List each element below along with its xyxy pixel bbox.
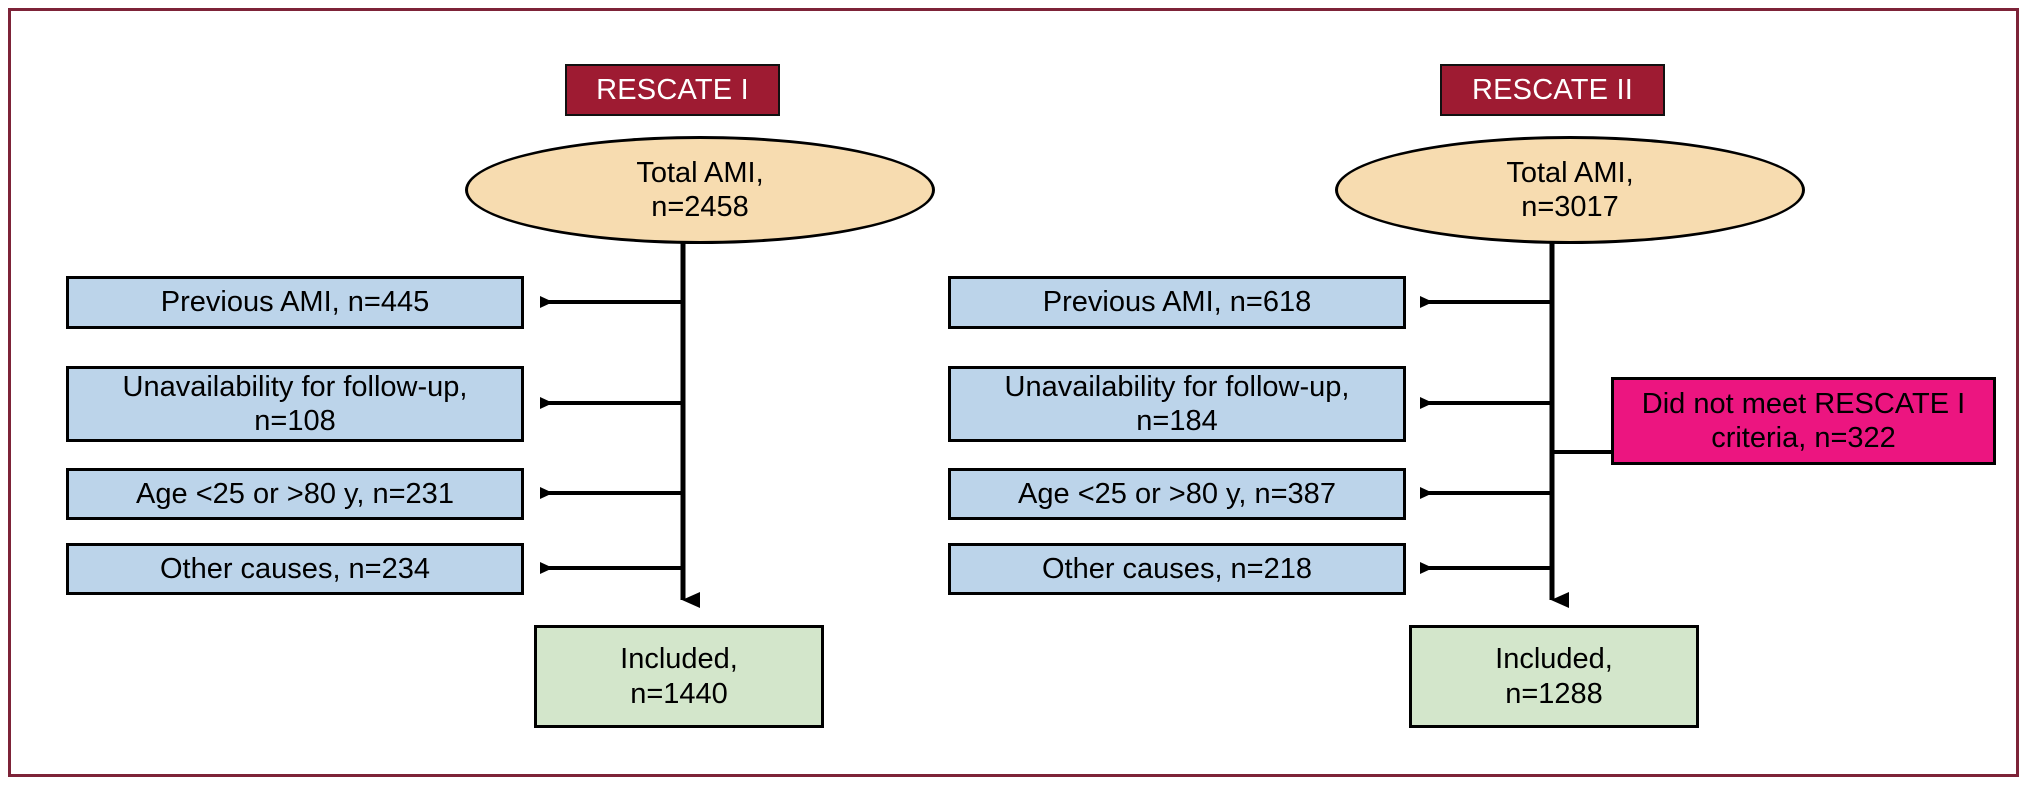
exclusion-box-rescate-2-age: Age <25 or >80 y, n=387 (948, 468, 1406, 520)
total-ellipse-rescate-2: Total AMI, n=3017 (1335, 136, 1805, 244)
exclusion-box-rescate-1-unavailability: Unavailability for follow-up, n=108 (66, 366, 524, 442)
total-ellipse-rescate-1: Total AMI, n=2458 (465, 136, 935, 244)
exclusion-box-rescate-2-unavailability: Unavailability for follow-up, n=184 (948, 366, 1406, 442)
title-rescate-2: RESCATE II (1440, 64, 1665, 116)
included-box-rescate-2: Included, n=1288 (1409, 625, 1699, 728)
exclusion-box-rescate-1-age: Age <25 or >80 y, n=231 (66, 468, 524, 520)
exclusion-box-rescate-2-other: Other causes, n=218 (948, 543, 1406, 595)
criteria-box-rescate-2: Did not meet RESCATE I criteria, n=322 (1611, 377, 1996, 465)
title-rescate-1: RESCATE I (565, 64, 780, 116)
exclusion-box-rescate-1-other: Other causes, n=234 (66, 543, 524, 595)
exclusion-box-rescate-1-previous-ami: Previous AMI, n=445 (66, 276, 524, 329)
included-box-rescate-1: Included, n=1440 (534, 625, 824, 728)
exclusion-box-rescate-2-previous-ami: Previous AMI, n=618 (948, 276, 1406, 329)
